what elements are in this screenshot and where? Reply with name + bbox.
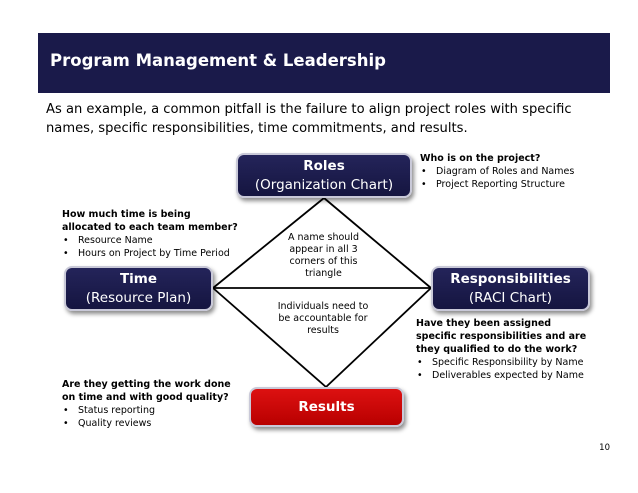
line-roles-time bbox=[212, 197, 325, 289]
callout-time-question: allocated to each team member? bbox=[62, 222, 238, 233]
callout-results: Are they getting the work done on time a… bbox=[62, 378, 272, 430]
callout-results-bullet: Status reporting bbox=[62, 404, 272, 417]
callout-results-bullets: Status reporting Quality reviews bbox=[62, 404, 272, 430]
line-roles-responsibilities bbox=[323, 197, 432, 289]
callout-responsibilities-bullet: Specific Responsibility by Name bbox=[416, 356, 616, 369]
callout-roles: Who is on the project? Diagram of Roles … bbox=[420, 152, 620, 191]
node-roles-subtitle: (Organization Chart) bbox=[254, 176, 394, 193]
node-responsibilities-title: Responsibilities bbox=[450, 270, 571, 287]
callout-responsibilities: Have they been assigned specific respons… bbox=[416, 317, 616, 382]
callout-results-question: Are they getting the work done bbox=[62, 379, 231, 390]
page-number: 10 bbox=[599, 443, 610, 453]
callout-results-question: on time and with good quality? bbox=[62, 392, 229, 403]
node-roles-title: Roles bbox=[303, 157, 345, 174]
center-note-bottom-line: results bbox=[307, 325, 339, 336]
line-time-results bbox=[212, 287, 327, 388]
center-note-top-line: corners of this bbox=[289, 256, 358, 267]
center-note-top-line: triangle bbox=[305, 268, 342, 279]
callout-time-bullet: Hours on Project by Time Period bbox=[62, 247, 262, 260]
callout-time-bullet: Resource Name bbox=[62, 234, 262, 247]
callout-time-bullets: Resource Name Hours on Project by Time P… bbox=[62, 234, 262, 260]
callout-roles-bullet: Diagram of Roles and Names bbox=[420, 165, 620, 178]
intro-line-1: As an example, a common pitfall is the f… bbox=[46, 102, 572, 117]
node-time-title: Time bbox=[119, 270, 158, 287]
center-note-bottom-line: Individuals need to bbox=[277, 301, 369, 312]
title-bar: Program Management & Leadership bbox=[38, 33, 610, 93]
center-note-top-line: A name should bbox=[288, 232, 359, 243]
slide-title: Program Management & Leadership bbox=[50, 51, 386, 70]
intro-text: As an example, a common pitfall is the f… bbox=[46, 100, 606, 138]
callout-responsibilities-question: Have they been assigned bbox=[416, 318, 552, 329]
center-note-bottom-line: be accountable for bbox=[278, 313, 368, 324]
node-roles: Roles (Organization Chart) bbox=[236, 153, 412, 198]
node-time: Time (Resource Plan) bbox=[64, 266, 213, 311]
line-responsibilities-results bbox=[325, 287, 432, 388]
callout-results-bullet: Quality reviews bbox=[62, 417, 272, 430]
callout-roles-bullet: Project Reporting Structure bbox=[420, 178, 620, 191]
node-time-subtitle: (Resource Plan) bbox=[85, 289, 192, 306]
callout-time-question: How much time is being bbox=[62, 209, 191, 220]
center-note-bottom: Individuals need to be accountable for r… bbox=[268, 301, 378, 337]
node-results: Results bbox=[249, 387, 404, 427]
callout-responsibilities-question: they qualified to do the work? bbox=[416, 344, 578, 355]
center-note-top: A name should appear in all 3 corners of… bbox=[275, 232, 372, 280]
intro-line-2: names, specific responsibilities, time c… bbox=[46, 121, 468, 136]
callout-roles-bullets: Diagram of Roles and Names Project Repor… bbox=[420, 165, 620, 191]
center-note-top-line: appear in all 3 bbox=[289, 244, 358, 255]
callout-roles-question: Who is on the project? bbox=[420, 153, 541, 164]
callout-responsibilities-bullet: Deliverables expected by Name bbox=[416, 369, 616, 382]
node-responsibilities: Responsibilities (RACI Chart) bbox=[431, 266, 590, 311]
node-results-title: Results bbox=[298, 398, 355, 415]
callout-responsibilities-question: specific responsibilities and are bbox=[416, 331, 587, 342]
callout-time: How much time is being allocated to each… bbox=[62, 208, 262, 260]
callout-responsibilities-bullets: Specific Responsibility by Name Delivera… bbox=[416, 356, 616, 382]
node-responsibilities-subtitle: (RACI Chart) bbox=[468, 289, 553, 306]
